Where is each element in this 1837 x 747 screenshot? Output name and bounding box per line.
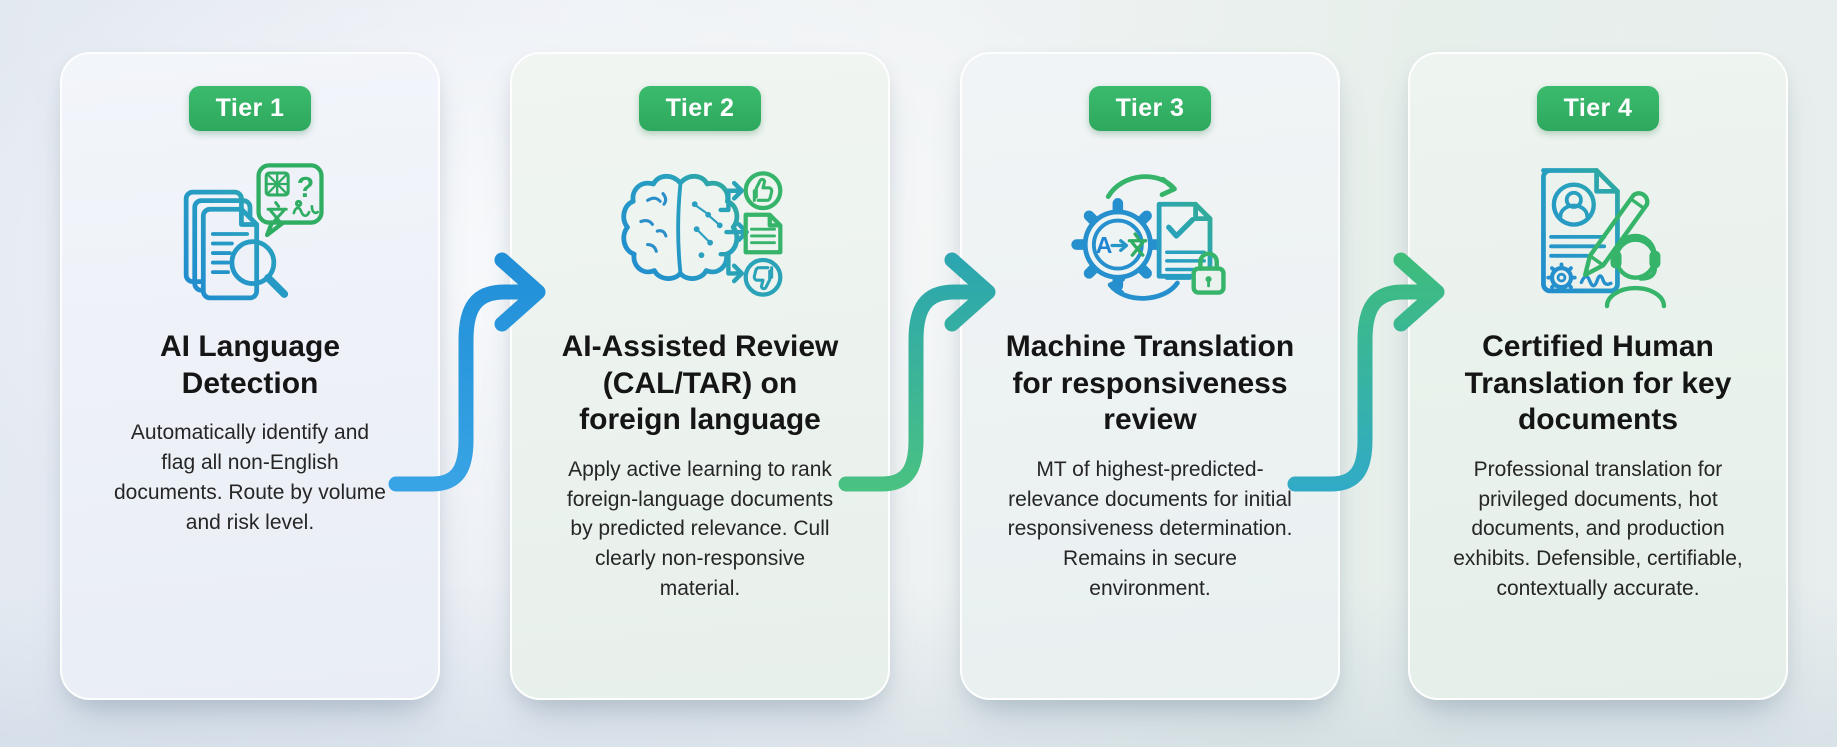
tier3-card: Tier 3 A [960,52,1340,700]
tier3-description: MT of highest-predicted- relevance docum… [1007,457,1293,601]
tier1-badge: Tier 1 [188,86,312,131]
tier1-card: Tier 1 [60,52,440,700]
curved-flow-arrow-3-icon [1287,252,1445,492]
tier1-description: Automatically identify and flag all non-… [114,421,386,534]
tier2-description: Apply active learning to rank foreign-la… [566,457,834,601]
certified-human-translation-icon [1541,168,1667,309]
tier4-description: Professional translation for privileged … [1453,457,1743,601]
tier3-title: Machine Translation for responsiveness r… [1005,330,1295,437]
svg-text:A: A [1096,232,1113,258]
tier4-icon-wrap [1410,149,1786,319]
svg-text:?: ? [297,172,314,204]
tier2-icon-wrap [512,149,888,319]
tier4-badge: Tier 4 [1536,86,1660,131]
tier4-card: Tier 4 [1408,52,1788,700]
tier2-card: Tier 2 [510,52,890,700]
tier1-title: AI Language Detection [159,330,340,400]
tier3-icon-wrap: A [962,149,1338,319]
machine-translation-icon: A [1071,173,1226,301]
tier3-badge: Tier 3 [1088,86,1212,131]
curved-flow-arrow-2-icon [838,252,996,492]
language-detection-icon: ? [183,163,324,301]
curved-flow-arrow-1-icon [388,252,546,492]
tier1-icon-wrap: ? [62,149,438,319]
tier4-title: Certified Human Translation for key docu… [1464,330,1732,437]
tier2-badge: Tier 2 [638,86,762,131]
ai-assisted-review-icon [620,171,782,297]
tier2-title: AI-Assisted Review (CAL/TAR) on foreign … [561,330,839,437]
